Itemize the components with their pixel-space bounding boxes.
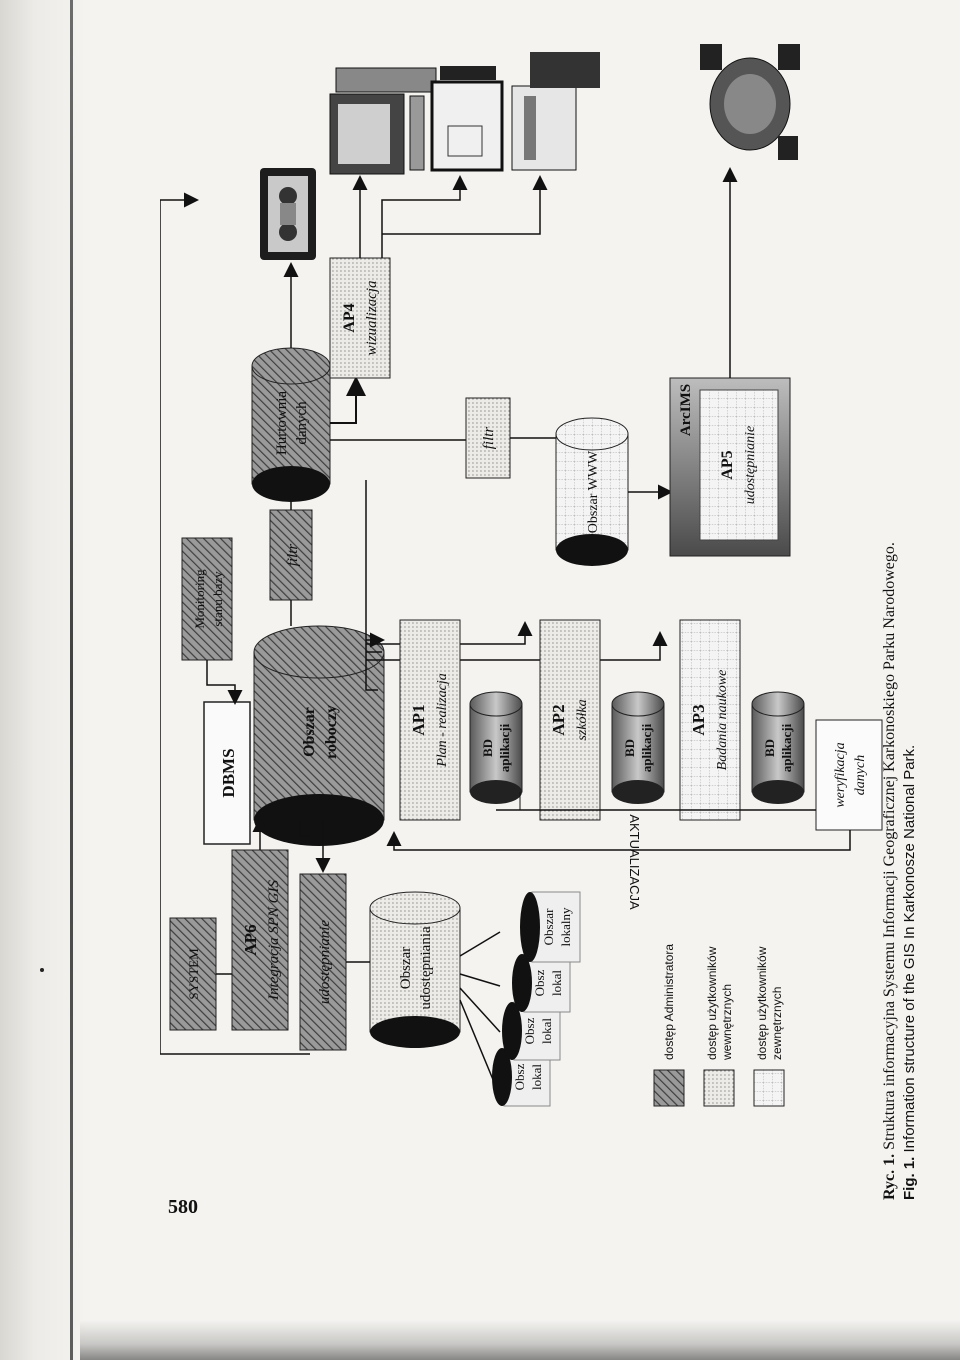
scan-edge-left (0, 0, 86, 1360)
dbms-box: DBMS (203, 701, 251, 845)
tape-drive-icon (260, 168, 316, 260)
system-box: SYSTEM (169, 917, 217, 1031)
monitor-icon (430, 66, 504, 172)
local-area-3: Obsz lokal (512, 953, 571, 1013)
svg-text:Hurtownia: Hurtownia (274, 391, 290, 455)
svg-text:BD: BD (762, 739, 777, 757)
svg-text:Obsz: Obsz (522, 1017, 537, 1044)
filtr-admin-box: filtr (269, 509, 313, 601)
local-area-2: Obsz lokal (502, 1001, 561, 1061)
svg-text:AP4: AP4 (341, 303, 358, 332)
svg-text:udostępnianie: udostępnianie (743, 426, 758, 505)
information-structure-diagram: SYSTEM AP6 Integracja SPN GIS DBMS Monit… (160, 40, 920, 1200)
figure-caption: Ryc. 1. Struktura informacyjna Systemu I… (880, 40, 940, 1200)
svg-text:AP6: AP6 (241, 924, 260, 955)
svg-text:Obsz: Obsz (532, 969, 547, 996)
svg-text:Plan - realizacja: Plan - realizacja (435, 673, 450, 768)
legend: dostęp Administratora dostęp użytkownikó… (653, 944, 785, 1107)
ap2-box: AP2 szkółka (539, 619, 601, 821)
caption-en-text: Information structure of the GIS In Kark… (901, 744, 918, 1157)
svg-text:wizualizacja: wizualizacja (364, 280, 380, 355)
svg-text:lokal: lokal (549, 970, 564, 996)
ap3-box: AP3 Badania naukowe (679, 619, 741, 821)
ap4-box: AP4 wizualizacja (329, 257, 391, 379)
svg-text:Obszar: Obszar (301, 707, 318, 757)
svg-text:aplikacji: aplikacji (639, 723, 654, 772)
svg-text:udostępniania: udostępniania (418, 926, 434, 1010)
svg-text:AP1: AP1 (409, 704, 428, 735)
svg-text:aplikacji: aplikacji (497, 723, 512, 772)
scan-edge-bottom (80, 1320, 960, 1360)
svg-text:dostęp Administratora: dostęp Administratora (662, 944, 676, 1060)
svg-text:Obsz: Obsz (512, 1063, 527, 1090)
caption-polish: Ryc. 1. Struktura informacyjna Systemu I… (880, 40, 900, 1200)
svg-text:Obszar: Obszar (398, 947, 414, 989)
svg-text:lokal: lokal (529, 1064, 544, 1090)
svg-text:BD: BD (622, 739, 637, 757)
obszar-www-cylinder: Obszar WWW (555, 417, 629, 566)
weryfikacja-box: weryfikacja danych (815, 719, 883, 831)
svg-text:lokal: lokal (539, 1018, 554, 1044)
svg-text:filtr: filtr (285, 544, 301, 567)
bd-ap2-cylinder: BD aplikacji (611, 691, 665, 804)
svg-text:Obszar WWW: Obszar WWW (586, 450, 601, 533)
svg-text:roboczy: roboczy (323, 705, 340, 759)
svg-text:dostęp użytkowników: dostęp użytkowników (755, 946, 769, 1060)
svg-text:AP3: AP3 (689, 704, 708, 735)
svg-text:Obszar: Obszar (541, 908, 556, 945)
hurtownia-danych-cylinder: Hurtownia danych (251, 347, 331, 502)
svg-text:udostępnianie: udostępnianie (317, 920, 333, 1004)
svg-text:filtr: filtr (481, 427, 497, 450)
svg-text:DBMS: DBMS (219, 748, 238, 797)
svg-text:stanu bazy: stanu bazy (210, 571, 225, 627)
computer-icon (329, 67, 437, 175)
page-number: 580 (168, 1196, 198, 1218)
monitoring-box: Monitoring stanu bazy (181, 537, 233, 661)
arcims-box: ArcIMS AP5 udostępnianie (669, 377, 791, 557)
svg-text:ArcIMS: ArcIMS (678, 384, 694, 436)
scan-speck (40, 968, 44, 972)
svg-text:Monitoring: Monitoring (192, 569, 207, 629)
local-area-1: Obsz lokal (492, 1047, 551, 1107)
bd-ap3-cylinder: BD aplikacji (751, 691, 805, 804)
filtr-www-box: filtr (465, 397, 511, 479)
printer-icon (511, 52, 600, 171)
bd-ap1-cylinder: BD aplikacji (469, 691, 523, 804)
caption-pl-text: Struktura informacyjna Systemu Informacj… (881, 542, 898, 1154)
svg-text:AP2: AP2 (549, 704, 568, 735)
svg-text:Badania naukowe: Badania naukowe (715, 670, 730, 771)
svg-text:weryfikacja: weryfikacja (833, 742, 848, 807)
obszar-roboczy-cylinder: Obszar roboczy (253, 625, 385, 846)
binding-line (70, 0, 73, 1360)
svg-text:BD: BD (480, 739, 495, 757)
svg-text:zewnętrznych: zewnętrznych (770, 987, 784, 1060)
svg-text:Integracja SPN GIS: Integracja SPN GIS (266, 880, 282, 1001)
caption-english: Fig. 1. Information structure of the GIS… (900, 40, 920, 1200)
local-area-4: Obszar lokalny (520, 891, 581, 963)
svg-text:danych: danych (853, 755, 868, 795)
svg-text:SYSTEM: SYSTEM (186, 948, 201, 1000)
svg-text:AKTUALIZACJA: AKTUALIZACJA (627, 814, 642, 910)
globe-network-icon (700, 44, 800, 160)
svg-text:danych: danych (294, 401, 310, 445)
ap6-box: AP6 Integracja SPN GIS (231, 849, 289, 1031)
ap1-box: AP1 Plan - realizacja (399, 619, 461, 821)
udostepnianie-box: udostępnianie (299, 873, 347, 1051)
svg-text:dostęp użytkowników: dostęp użytkowników (705, 946, 719, 1060)
svg-text:wewnętrznych: wewnętrznych (720, 984, 734, 1061)
svg-text:szkółka: szkółka (575, 699, 590, 740)
obszar-udostepniania-cylinder: Obszar udostępniania (369, 891, 461, 1048)
caption-pl-label: Ryc. 1. (881, 1153, 898, 1200)
svg-text:aplikacji: aplikacji (779, 723, 794, 772)
svg-text:AP5: AP5 (719, 450, 736, 479)
svg-text:lokalny: lokalny (558, 907, 573, 946)
caption-en-label: Fig. 1. (901, 1156, 918, 1200)
